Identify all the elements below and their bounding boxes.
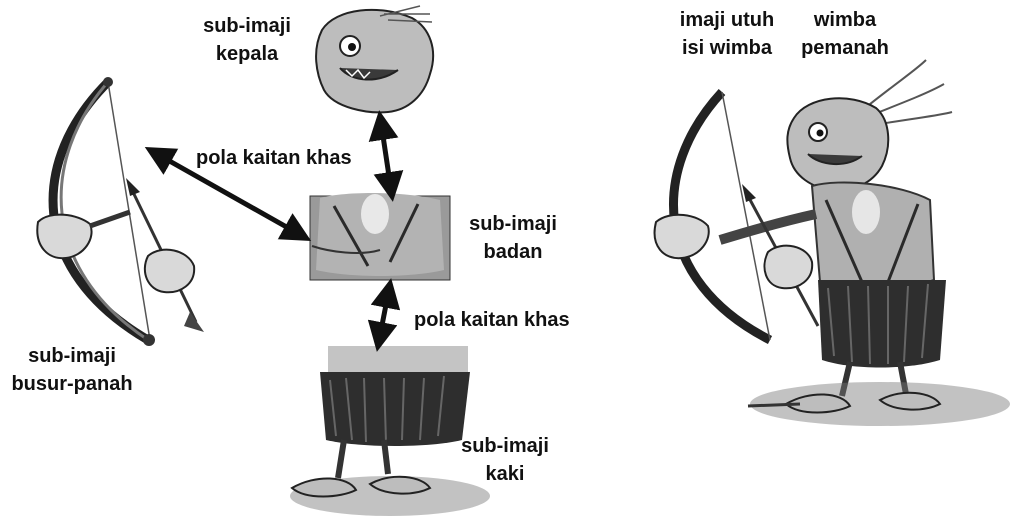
label-bow-line2: busur-panah [4,370,140,398]
label-link-left-text: pola kaitan khas [196,144,352,172]
label-bow-line1: sub-imaji [4,342,140,370]
label-whole-image: imaji utuh isi wimba [668,6,786,62]
label-archer-line2: pemanah [790,34,900,62]
head-icon [316,6,433,112]
label-body-line2: badan [458,238,568,266]
label-archer-line1: wimba [790,6,900,34]
label-legs-line1: sub-imaji [450,432,560,460]
bow-arrow-icon [37,77,204,346]
label-head-line2: kepala [192,40,302,68]
label-bow: sub-imaji busur-panah [4,342,140,398]
label-whole-image-line2: isi wimba [668,34,786,62]
label-link-right-text: pola kaitan khas [414,306,570,334]
label-whole-image-line1: imaji utuh [668,6,786,34]
label-link-left: pola kaitan khas [196,144,352,172]
torso-icon [310,193,450,280]
legs-icon [290,346,490,516]
label-archer: wimba pemanah [790,6,900,62]
label-body-line1: sub-imaji [458,210,568,238]
link-arrow-torso-legs [378,284,390,346]
label-body: sub-imaji badan [458,210,568,266]
label-link-right: pola kaitan khas [414,306,570,334]
link-arrow-head-torso [380,116,392,196]
label-head: sub-imaji kepala [192,12,302,68]
label-legs-line2: kaki [450,460,560,488]
label-legs: sub-imaji kaki [450,432,560,488]
archer-figure-icon [655,60,1010,426]
label-head-line1: sub-imaji [192,12,302,40]
